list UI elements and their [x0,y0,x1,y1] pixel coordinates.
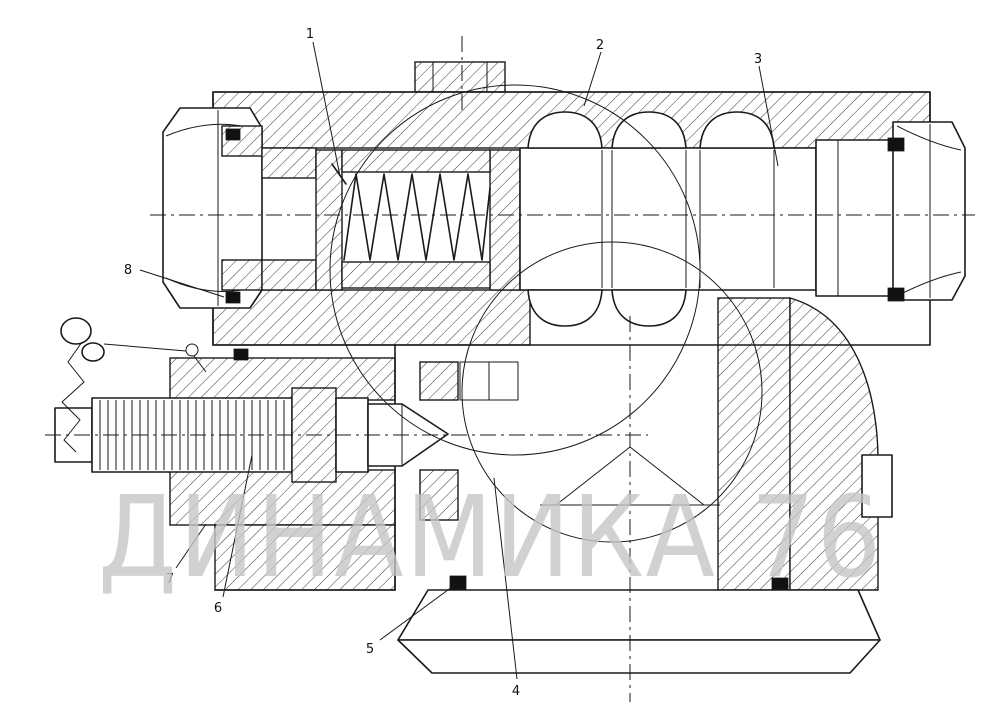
wire-pivot [185,343,199,357]
oring-seal [233,348,249,361]
spool-land [527,111,603,149]
callout-3: 3 [754,52,762,67]
housing-bottom-wall [212,289,531,346]
callouts: 1 2 3 4 5 6 7 8 [124,27,779,699]
oring-seal [887,287,905,302]
callout-7: 7 [166,572,174,587]
callout-2: 2 [596,38,604,53]
gland-lower [221,259,263,291]
adjuster-boss [169,344,519,591]
spring-chamber [261,147,521,291]
callout-6: 6 [214,601,222,616]
spool-land [527,289,603,327]
top-plug-boss [414,61,506,93]
guide-bush-lower [261,259,317,291]
boss-upper-wall [169,357,396,401]
lock-wire-ring [81,342,105,362]
callout-4: 4 [512,684,520,699]
spring-pin [331,163,347,185]
valve-spool [519,111,817,327]
right-wall-step [861,454,893,518]
flange-base [397,639,881,674]
callout-5: 5 [366,642,374,657]
right-end-cap [815,121,966,302]
guide-bush-upper [261,147,317,179]
seat-bushing-lower [419,469,459,521]
spring-seat-right [489,149,521,291]
compression-spring [343,173,491,261]
wire-lever [103,343,187,352]
oring-seal [225,128,241,141]
spring-seat-left [315,149,343,291]
oring-seal [887,137,905,152]
mounting-flange [397,575,881,674]
seat-bushing-upper [419,361,459,401]
centerlines [45,36,975,702]
boss-base-wall [214,524,396,591]
watermark-text: ДИНАМИКА 76 [98,473,883,603]
poppet-cone [555,446,631,506]
spring-sleeve-top [341,149,491,173]
callout-8: 8 [124,263,132,278]
pedestal-column [717,297,791,591]
lock-wire [61,341,85,453]
left-cap-nut [162,107,263,309]
spool-land [699,111,775,149]
spool-land [611,111,687,149]
spring-sleeve-bottom [341,261,491,289]
port-circle [461,241,763,543]
phantom-port-circles [329,84,763,543]
oring-seal [225,291,241,304]
lock-wire-ring [60,317,92,345]
callout-1: 1 [306,27,314,42]
